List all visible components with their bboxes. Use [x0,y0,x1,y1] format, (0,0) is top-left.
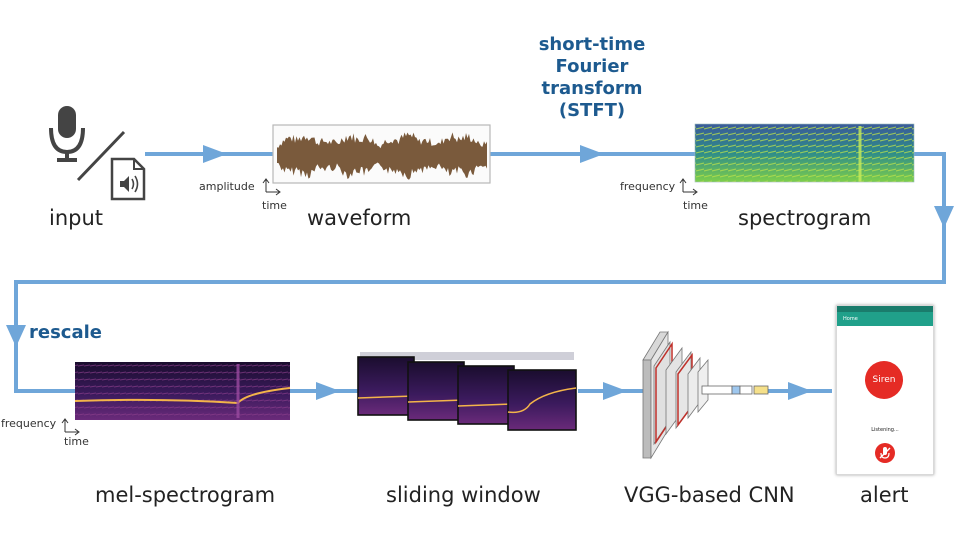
window-frame-1 [357,356,415,416]
phone-status-bar [837,306,933,312]
spectrogram-x-axis-label: time [683,199,708,212]
or-slash [76,130,126,182]
arrow-head-4 [6,325,26,347]
cnn-label: VGG-based CNN [624,483,795,507]
arrow-head-1 [203,145,227,163]
waveform-x-axis-label: time [262,199,287,212]
audio-file-icon [110,157,146,201]
stft-line-1: short-time [538,34,646,55]
stft-line-4: (STFT) [558,100,626,121]
mel-spectrogram-plot [74,362,291,420]
spectrogram-axes [679,178,698,196]
window-frame-4 [507,369,577,431]
spectrogram-plot [694,123,915,183]
sliding-window-label: sliding window [386,483,541,507]
waveform-plot [272,124,491,184]
microphone-icon [49,106,85,162]
stft-label: short-time Fourier transform (STFT) [522,34,662,122]
arrow-head-5 [316,382,340,400]
mic-off-icon [879,447,891,459]
phone-app-bar: Home [837,312,933,326]
listening-status: Listening... [871,427,899,433]
waveform-label: waveform [307,206,412,230]
mel-y-axis-label: frequency [1,417,57,430]
spectrogram-label: spectrogram [738,206,872,230]
arrow-head-7 [788,382,812,400]
spectrogram-y-axis-label: frequency [620,180,676,193]
phone-app-screenshot: Home Siren Listening... [836,305,934,475]
rescale-label: rescale [29,322,102,343]
mic-toggle-button[interactable] [875,443,895,463]
waveform-axes [262,178,281,196]
mel-spectrogram-label: mel-spectrogram [95,483,276,507]
arrow-heads [6,145,954,400]
arrow-head-6 [603,382,627,400]
arrow-head-2 [580,145,604,163]
arrow-wrap-line [14,152,946,393]
window-frame-3 [457,365,515,425]
arrow-head-3 [934,206,954,228]
input-label: input [49,206,104,230]
mel-x-axis-label: time [64,435,89,448]
alert-label: alert [860,483,909,507]
sliding-window-frames [357,352,577,431]
stft-line-2: Fourier [555,56,629,77]
siren-button[interactable]: Siren [865,361,903,399]
stft-line-3: transform [541,78,643,99]
phone-app-title: Home [843,316,858,322]
window-frame-2 [407,361,465,421]
mel-axes [61,418,80,436]
vgg-cnn-block [642,330,769,460]
waveform-y-axis-label: amplitude [199,180,255,193]
